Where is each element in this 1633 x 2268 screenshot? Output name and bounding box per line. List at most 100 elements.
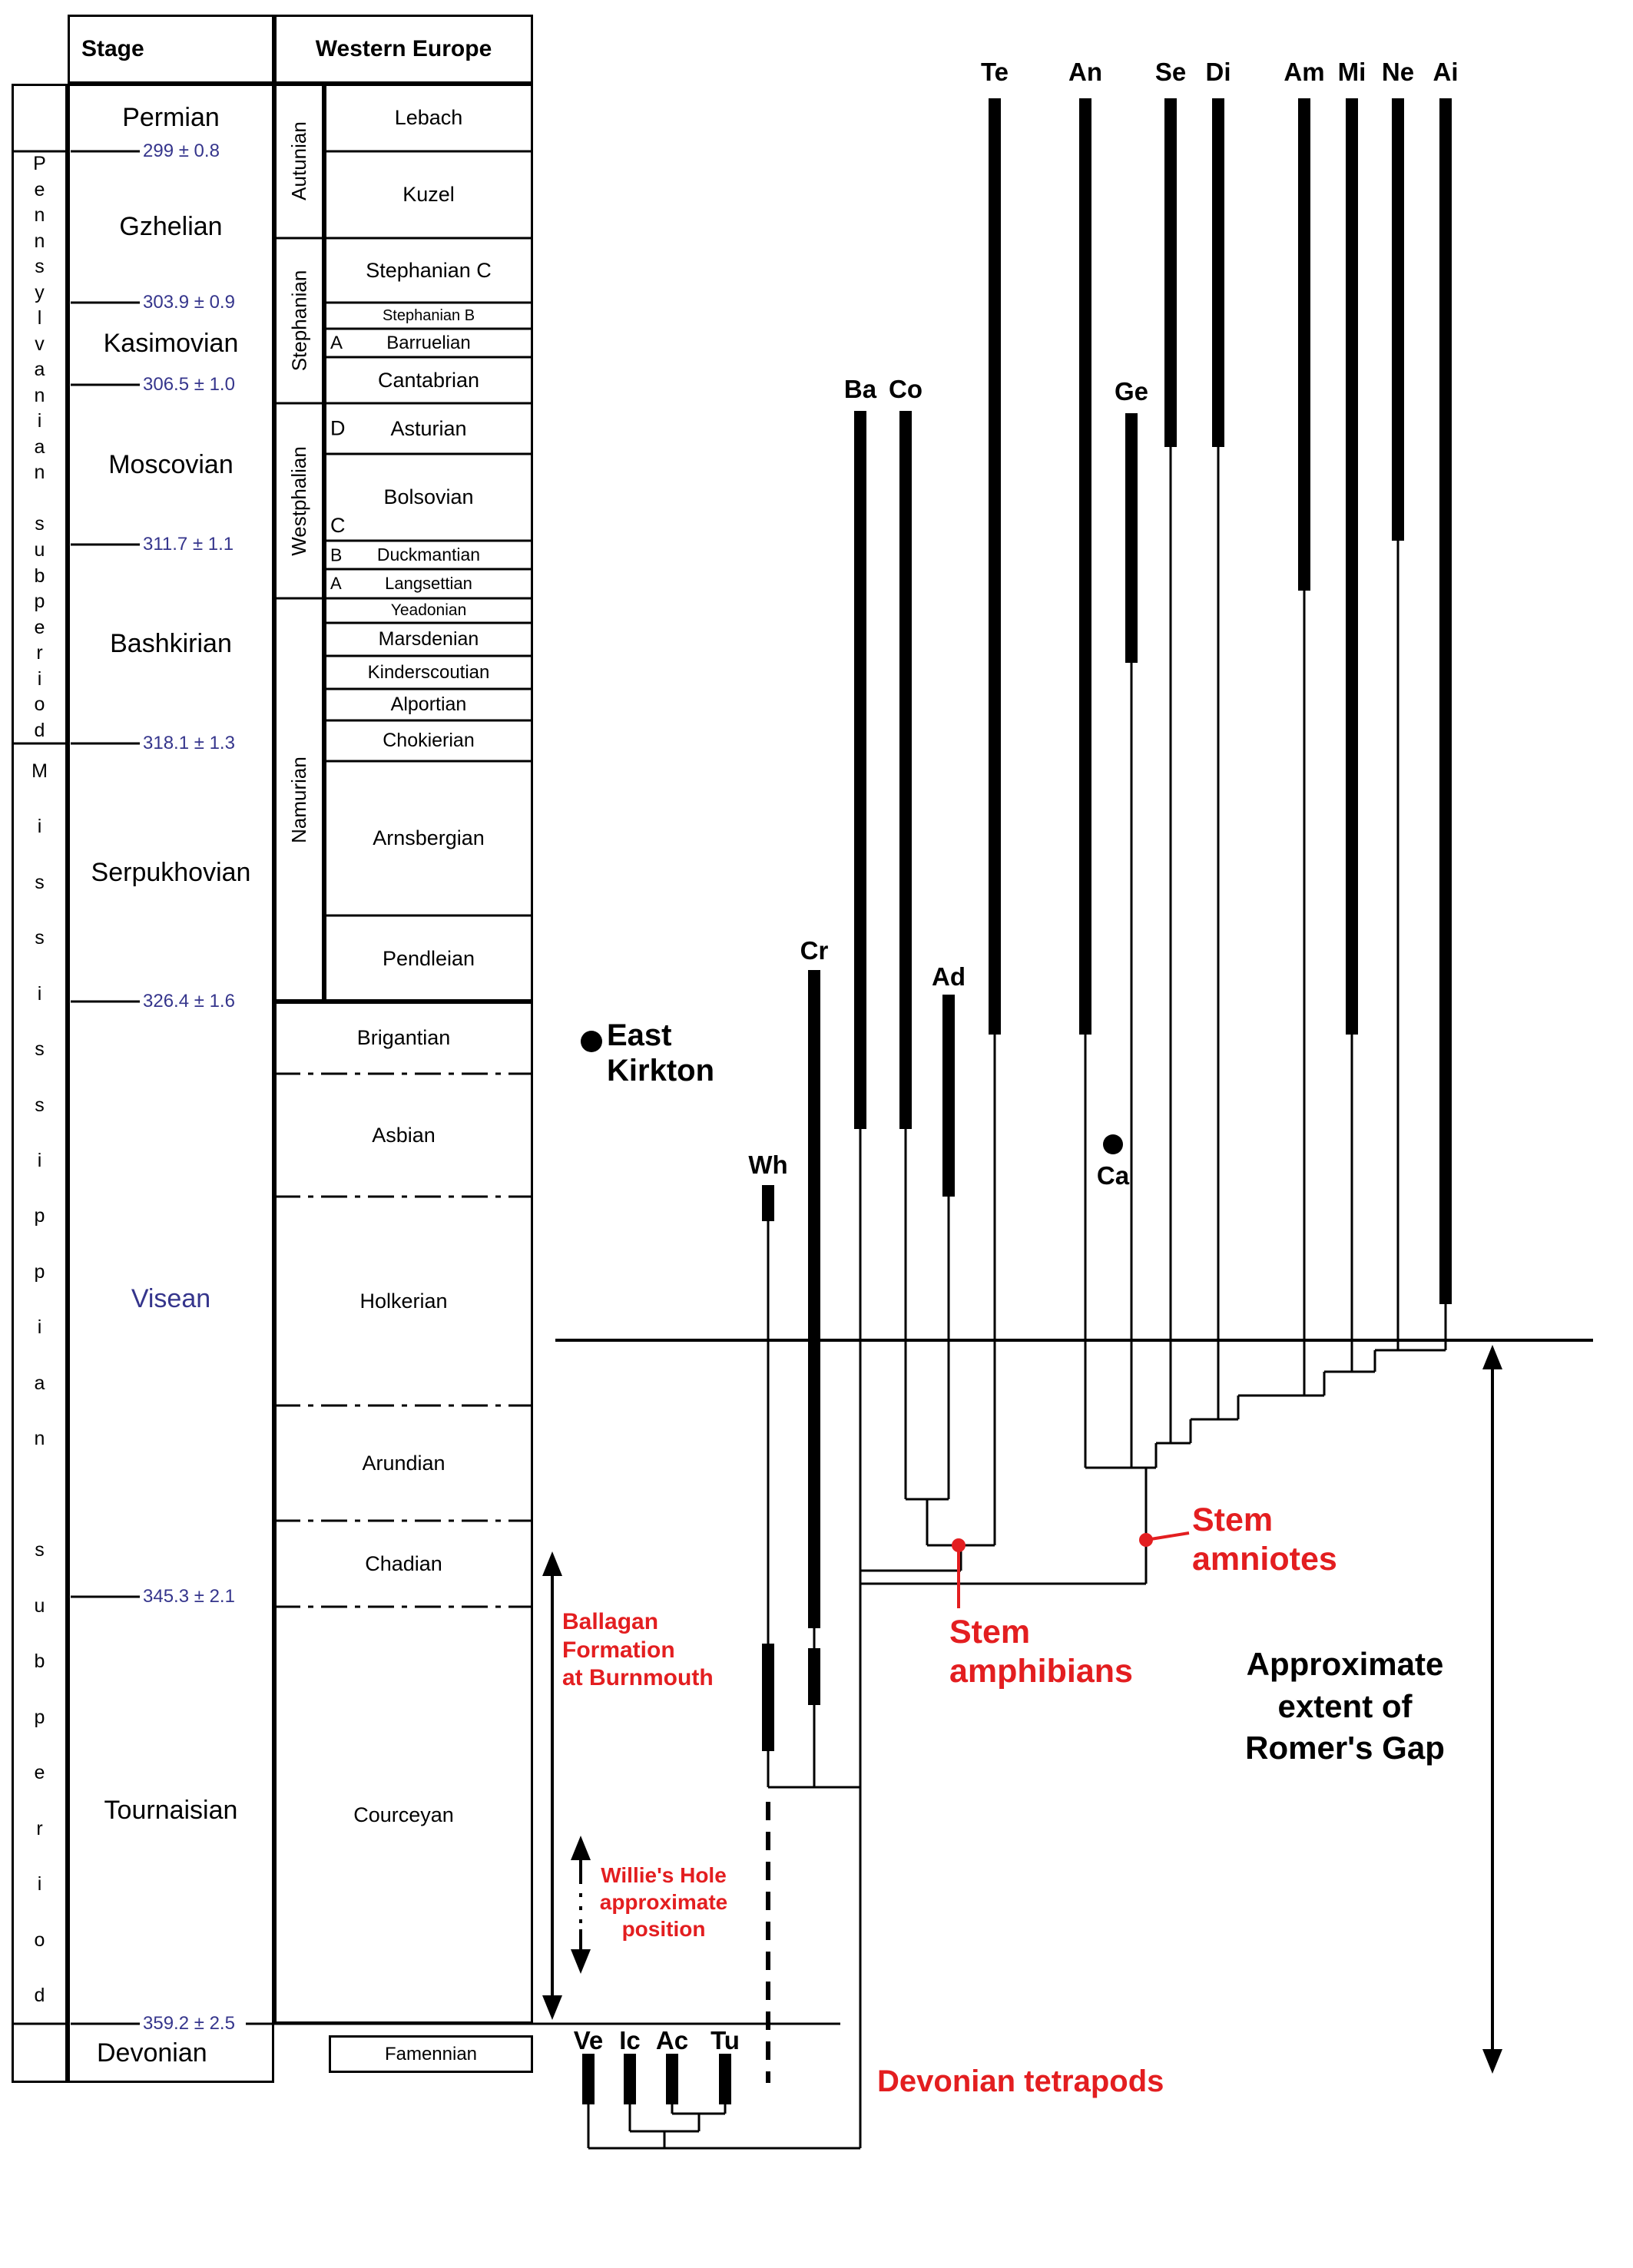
ba-range-bar bbox=[854, 411, 866, 1129]
age-label: 311.7 ± 1.1 bbox=[143, 534, 234, 555]
unit-asbian: Asbian bbox=[372, 1123, 436, 1147]
ai-range-bar bbox=[1439, 98, 1452, 1304]
ne-taxon-label: Ne bbox=[1382, 58, 1414, 86]
unit-kinderscoutian: Kinderscoutian bbox=[367, 661, 490, 683]
stage-moscovian: Moscovian bbox=[108, 449, 234, 479]
ca-dot bbox=[1103, 1134, 1123, 1154]
age-label: 326.4 ± 1.6 bbox=[143, 991, 235, 1011]
willies-hole-label: Willie's Hole approximate position bbox=[599, 1863, 728, 1941]
unit-column bbox=[324, 84, 533, 1002]
an-range-bar bbox=[1079, 98, 1091, 1035]
romers-gap-extent-arrow-head-up bbox=[1482, 1345, 1502, 1369]
famennian-cell bbox=[329, 2035, 533, 2073]
willies-hole-arrow-head-down bbox=[571, 1949, 591, 1974]
series-label-westphalian: Westphalian bbox=[287, 445, 311, 556]
tu-range-bar bbox=[719, 2054, 731, 2104]
lower-units-column bbox=[274, 1002, 533, 2024]
di-range-bar bbox=[1212, 98, 1224, 447]
unit-alportian: Alportian bbox=[390, 694, 467, 715]
series-label-autunian: Autunian bbox=[287, 121, 310, 200]
stem-amniotes-label: Stem amniotes bbox=[1192, 1502, 1337, 1578]
co-range-bar bbox=[899, 411, 912, 1129]
an-taxon-label: An bbox=[1068, 58, 1102, 86]
di-taxon-label: Di bbox=[1206, 58, 1231, 86]
unit-lebach: Lebach bbox=[394, 105, 463, 129]
mi-taxon-label: Mi bbox=[1338, 58, 1366, 86]
se-range-bar bbox=[1164, 98, 1177, 447]
east-kirkton-dot bbox=[581, 1031, 602, 1052]
willies-hole-arrow-head-up bbox=[571, 1836, 591, 1860]
co-taxon-label: Co bbox=[889, 375, 922, 403]
stage-column bbox=[68, 84, 274, 2083]
famennian-label: Famennian bbox=[384, 2043, 478, 2064]
unit-cantabrian: Cantabrian bbox=[377, 368, 480, 392]
stage-gzhelian: Gzhelian bbox=[119, 212, 223, 241]
ic-taxon-label: Ic bbox=[619, 2026, 641, 2054]
unit-courceyan: Courceyan bbox=[353, 1803, 454, 1826]
te-taxon-label: Te bbox=[981, 58, 1009, 86]
cr-range-bar bbox=[808, 1648, 820, 1705]
am-range-bar bbox=[1298, 98, 1310, 591]
ac-taxon-label: Ac bbox=[656, 2026, 688, 2054]
unit-arundian: Arundian bbox=[362, 1451, 446, 1475]
stem-amphibians-label: Stem amphibians bbox=[949, 1614, 1133, 1690]
ad-range-bar bbox=[942, 995, 955, 1197]
stage-header-label: Stage bbox=[81, 36, 144, 61]
red-callout-line bbox=[1145, 1531, 1190, 1541]
devonian-tetrapods-label: Devonian tetrapods bbox=[877, 2064, 1164, 2098]
unit-chadian: Chadian bbox=[365, 1551, 442, 1575]
unit-arnsbergian: Arnsbergian bbox=[373, 826, 485, 849]
age-label: 303.9 ± 0.9 bbox=[143, 292, 235, 313]
series-label-namurian: Namurian bbox=[287, 757, 310, 843]
mi-range-bar bbox=[1346, 98, 1358, 1035]
unit-chokierian: Chokierian bbox=[383, 730, 475, 751]
unit-holkerian: Holkerian bbox=[359, 1289, 448, 1313]
age-label: 318.1 ± 1.3 bbox=[143, 733, 235, 753]
stage-kasimovian: Kasimovian bbox=[103, 329, 239, 358]
ai-taxon-label: Ai bbox=[1433, 58, 1459, 86]
western-europe-header-cell bbox=[274, 15, 533, 84]
series-column bbox=[274, 84, 324, 1002]
ge-taxon-label: Ge bbox=[1115, 377, 1148, 406]
age-label: 306.5 ± 1.0 bbox=[143, 374, 235, 395]
te-range-bar bbox=[989, 98, 1001, 1035]
cr-range-bar bbox=[808, 970, 820, 1628]
romers-gap-extent-arrow-head-down bbox=[1482, 2049, 1502, 2074]
stage-visean: Visean bbox=[131, 1284, 211, 1313]
romers-gap-label: Approximate extent of Romer's Gap bbox=[1245, 1646, 1445, 1766]
ve-range-bar bbox=[582, 2054, 595, 2104]
ne-range-bar bbox=[1392, 98, 1404, 541]
am-taxon-label: Am bbox=[1284, 58, 1324, 86]
east-kirkton-label: East Kirkton bbox=[607, 1018, 714, 1088]
ic-range-bar bbox=[624, 2054, 636, 2104]
age-label: 299 ± 0.8 bbox=[143, 141, 220, 161]
cr-taxon-label: Cr bbox=[800, 936, 829, 965]
unit-stephanian-c: Stephanian C bbox=[366, 258, 492, 282]
unit-marsdenian: Marsdenian bbox=[378, 628, 479, 650]
ballagan-formation-label: Ballagan Formation at Burnmouth bbox=[562, 1609, 714, 1691]
subperiod-column bbox=[12, 84, 68, 2083]
unit-kuzel: Kuzel bbox=[402, 183, 455, 206]
unit-brigantian: Brigantian bbox=[356, 1025, 451, 1049]
ve-taxon-label: Ve bbox=[574, 2026, 604, 2054]
unit-yeadonian: Yeadonian bbox=[390, 601, 467, 619]
age-label: 359.2 ± 2.5 bbox=[143, 2013, 235, 2034]
ge-range-bar bbox=[1125, 413, 1138, 663]
ballagan-extent-arrow-head-up bbox=[542, 1551, 562, 1576]
unit-pendleian: Pendleian bbox=[382, 946, 475, 970]
tu-taxon-label: Tu bbox=[711, 2026, 740, 2054]
age-label: 345.3 ± 2.1 bbox=[143, 1586, 235, 1607]
wh-taxon-label: Wh bbox=[748, 1151, 787, 1179]
western-europe-header-label: Western Europe bbox=[315, 36, 492, 61]
se-taxon-label: Se bbox=[1155, 58, 1186, 86]
